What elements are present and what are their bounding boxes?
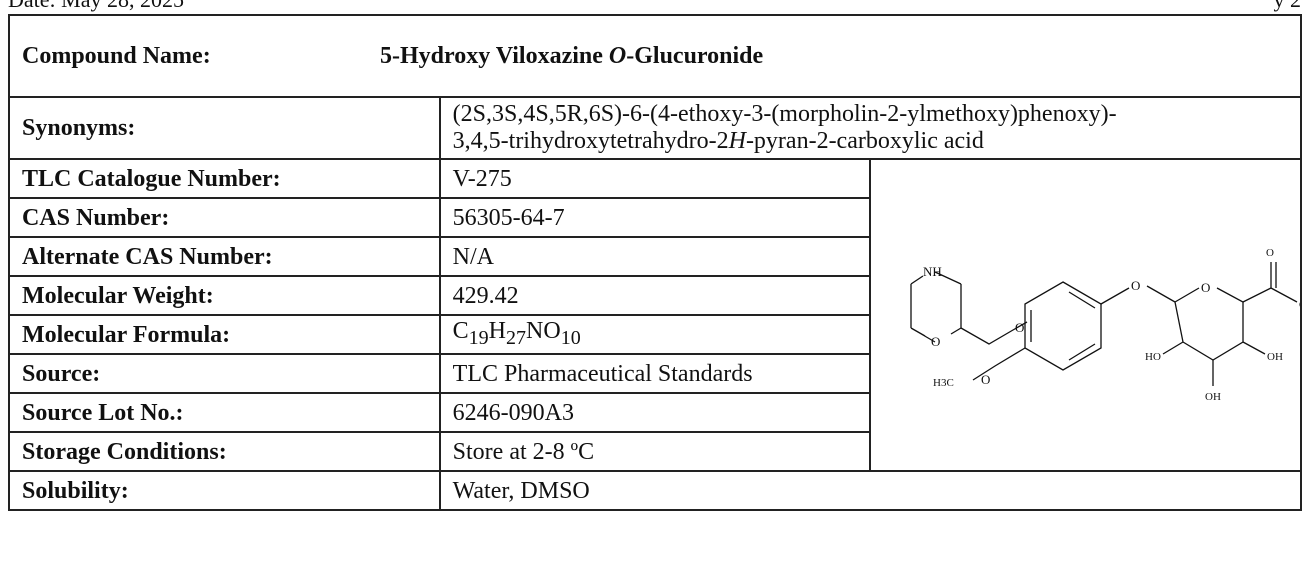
- structure-cell: NH O O O H3C O O O OH HO OH OH: [869, 158, 1302, 472]
- table-row: TLC Catalogue Number: V-275: [8, 158, 1302, 472]
- molecular-weight-label: Molecular Weight:: [8, 275, 441, 316]
- table-row: Source Lot No.: 6246-090A3: [8, 392, 1301, 433]
- molecular-formula-label: Molecular Formula:: [8, 314, 441, 355]
- chemical-structure-image: NH O O O H3C O O O OH HO OH OH: [910, 247, 1301, 403]
- link-o-label: O: [1015, 320, 1024, 335]
- source-value: TLC Pharmaceutical Standards: [438, 353, 872, 394]
- source-label: Source:: [8, 353, 441, 394]
- source-lot-value: 6246-090A3: [438, 392, 872, 433]
- compound-name-cell: Compound Name: 5-Hydroxy Viloxazine O-Glu…: [8, 14, 1302, 98]
- bottom-oh-label: OH: [1205, 391, 1221, 403]
- solubility-label: Solubility:: [8, 470, 441, 511]
- catalogue-number-label: TLC Catalogue Number:: [8, 158, 441, 199]
- molecular-weight-value: 429.42: [438, 275, 872, 316]
- top-header-line: Date: May 28, 2025 y 2: [0, 0, 1309, 12]
- cas-number-value: 56305-64-7: [438, 197, 872, 238]
- alternate-cas-label: Alternate CAS Number:: [8, 236, 441, 277]
- storage-conditions-label: Storage Conditions:: [8, 431, 441, 472]
- right-oh-label: OH: [1267, 351, 1283, 363]
- compound-name-value: 5-Hydroxy Viloxazine O-Glucuronide: [380, 43, 764, 69]
- report-date: Date: May 28, 2025: [8, 0, 184, 12]
- molecular-formula-value: C19H27NO10: [438, 314, 872, 355]
- compound-info-table: Compound Name: 5-Hydroxy Viloxazine O-Glu…: [8, 14, 1303, 511]
- acid-oh-label: OH: [1299, 299, 1301, 311]
- synonyms-label: Synonyms:: [8, 96, 441, 160]
- table-row: Molecular Weight: 429.42: [8, 275, 1301, 316]
- cas-number-label: CAS Number:: [8, 197, 441, 238]
- glycosidic-o-label: O: [1131, 278, 1140, 293]
- alternate-cas-value: N/A: [438, 236, 872, 277]
- table-row: Source: TLC Pharmaceutical Standards: [8, 353, 1301, 394]
- ring-o-label: O: [931, 334, 940, 349]
- nh-label: NH: [923, 264, 942, 279]
- compound-name-row: Compound Name: 5-Hydroxy Viloxazine O-Glu…: [8, 14, 1302, 98]
- table-row: Alternate CAS Number: N/A: [8, 236, 1301, 277]
- ether-o-label: O: [981, 372, 990, 387]
- pyran-o-label: O: [1201, 280, 1210, 295]
- synonyms-row: Synonyms: (2S,3S,4S,5R,6S)-6-(4-ethoxy-3…: [8, 96, 1303, 160]
- table-row: Solubility: Water, DMSO: [8, 470, 1303, 511]
- source-lot-label: Source Lot No.:: [8, 392, 441, 433]
- compound-name-label: Compound Name:: [22, 43, 211, 69]
- synonyms-value: (2S,3S,4S,5R,6S)-6-(4-ethoxy-3-(morpholi…: [438, 96, 1303, 160]
- page-indicator: y 2: [1274, 0, 1302, 12]
- catalogue-number-value: V-275: [438, 158, 872, 199]
- table-row: CAS Number: 56305-64-7: [8, 197, 1301, 238]
- carbonyl-o-label: O: [1266, 247, 1274, 259]
- table-row: Storage Conditions: Store at 2-8 ºC: [8, 431, 1301, 472]
- solubility-value: Water, DMSO: [438, 470, 1303, 511]
- ho-label: HO: [1145, 351, 1161, 363]
- table-row: Molecular Formula: C19H27NO10: [8, 314, 1301, 355]
- methyl-label: H3C: [933, 377, 954, 389]
- storage-conditions-value: Store at 2-8 ºC: [438, 431, 872, 472]
